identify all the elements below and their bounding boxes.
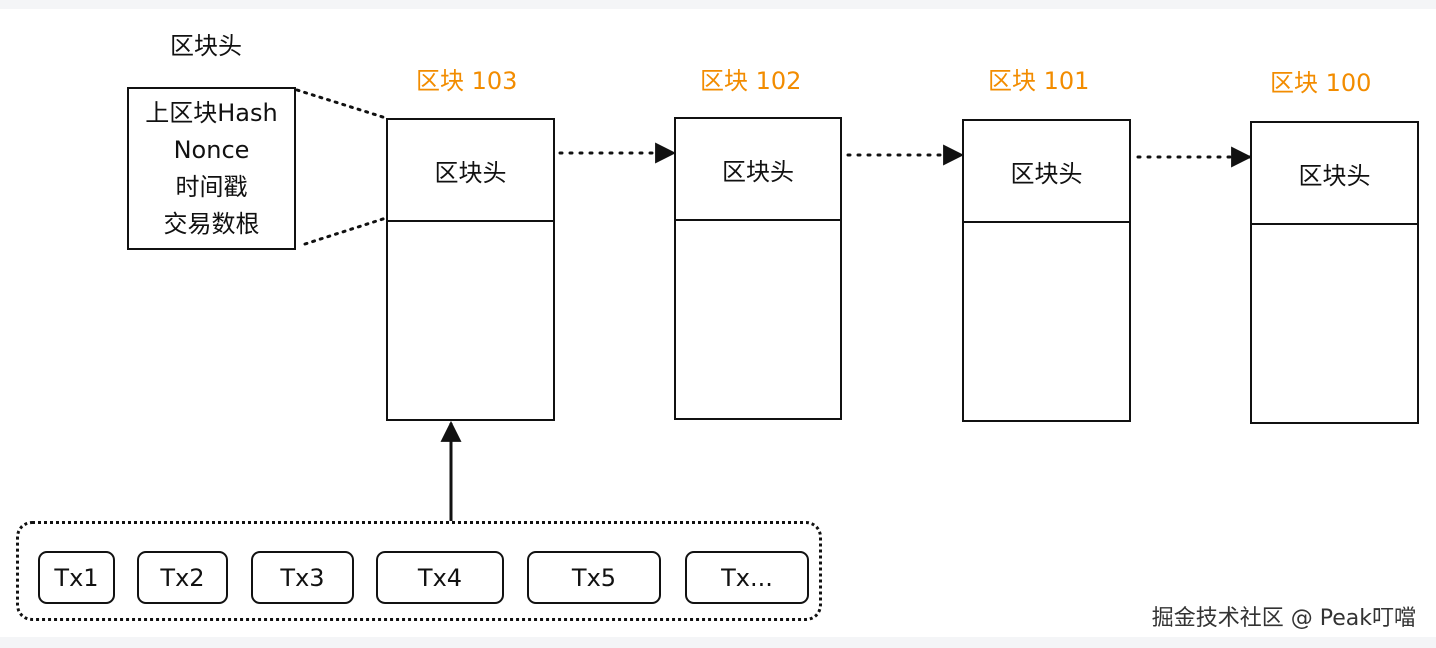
block-102-title: 区块 102 [700, 67, 802, 95]
block-100: 区块头 [1250, 121, 1419, 424]
block-103: 区块头 [386, 118, 555, 421]
block-100-head: 区块头 [1252, 123, 1417, 225]
header-field-tx-root: 交易数根 [163, 209, 260, 238]
header-detail-title: 区块头 [170, 32, 242, 60]
tx-item-5: Tx5 [527, 551, 661, 604]
block-102: 区块头 [674, 117, 842, 420]
block-101-head: 区块头 [964, 121, 1129, 223]
tx-item-2: Tx2 [137, 551, 228, 604]
tx-item-1: Tx1 [38, 551, 115, 604]
header-field-nonce: Nonce [173, 135, 250, 164]
header-field-prev-hash: 上区块Hash [145, 98, 278, 127]
tx-item-4: Tx4 [376, 551, 504, 604]
transaction-pool [16, 521, 822, 621]
block-101-head-label: 区块头 [1010, 159, 1083, 188]
block-103-head: 区块头 [388, 120, 553, 222]
block-100-head-label: 区块头 [1298, 161, 1371, 190]
block-103-head-label: 区块头 [434, 158, 507, 187]
watermark: 掘金技术社区 @ Peak叮噹 [1151, 606, 1416, 631]
block-103-title: 区块 103 [416, 67, 518, 95]
tx-item-3: Tx3 [251, 551, 354, 604]
block-102-head-label: 区块头 [722, 157, 794, 186]
block-101: 区块头 [962, 119, 1131, 422]
block-100-title: 区块 100 [1270, 69, 1372, 97]
block-102-head: 区块头 [676, 119, 840, 221]
block-101-title: 区块 101 [988, 67, 1090, 95]
tx-item-more: Tx... [685, 551, 809, 604]
header-field-timestamp: 时间戳 [175, 172, 248, 201]
header-detail-box: 上区块Hash Nonce 时间戳 交易数根 [127, 87, 296, 250]
